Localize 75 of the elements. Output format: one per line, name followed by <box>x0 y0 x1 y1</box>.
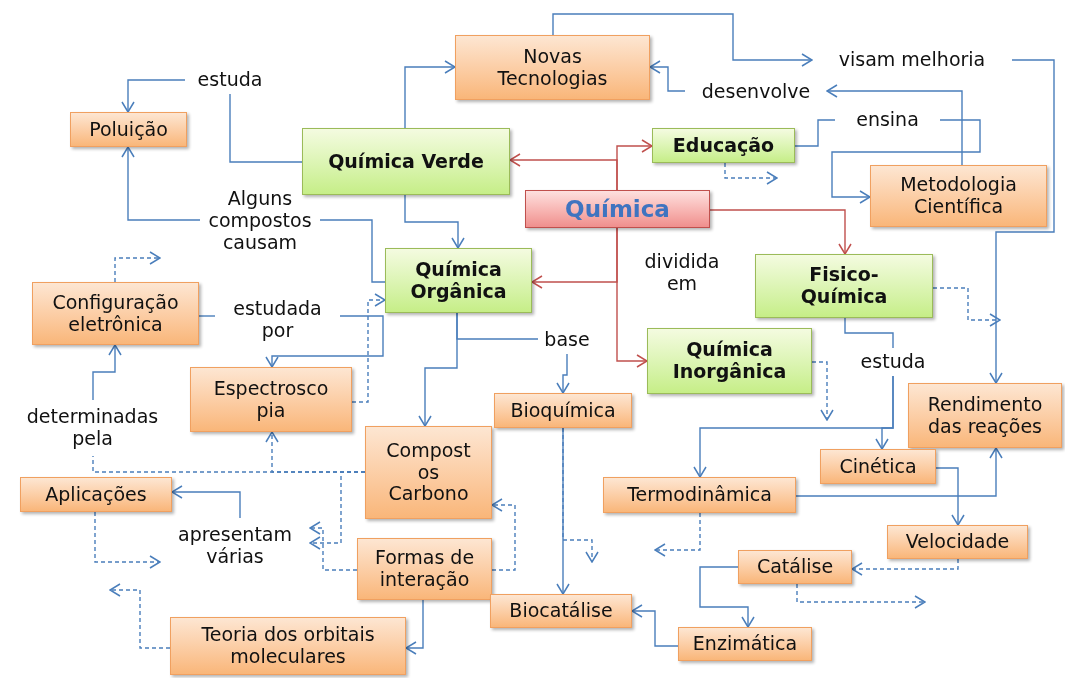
concept-box: Compost os Carbono <box>365 426 492 519</box>
concept-box: Rendimento das reações <box>908 383 1062 448</box>
concept-box: Biocatálise <box>490 594 632 628</box>
concept-box: Velocidade <box>887 525 1028 559</box>
connector-line <box>319 219 386 283</box>
arrow <box>851 558 959 576</box>
concept-box: Química Inorgânica <box>647 328 812 394</box>
arrow <box>92 344 122 401</box>
linking-phrase: base <box>538 326 596 354</box>
linking-phrase: visam melhoria <box>812 46 1012 74</box>
arrow <box>309 521 358 571</box>
arrow <box>309 471 366 550</box>
arrow <box>616 227 648 368</box>
arrow <box>699 566 755 628</box>
concept-box: Metodologia Científica <box>870 165 1047 227</box>
arrow <box>935 467 965 526</box>
arrow <box>265 315 384 368</box>
concept-box: Bioquímica <box>494 393 632 428</box>
connector-line <box>844 317 894 349</box>
arrow <box>405 599 424 655</box>
arrow <box>109 583 171 649</box>
main-concept-box: Química <box>525 190 710 228</box>
arrow <box>649 60 686 92</box>
linking-phrase: determinadas pela <box>10 400 175 456</box>
connector-line <box>229 93 303 163</box>
connector-line <box>794 119 836 147</box>
arrow <box>121 79 186 113</box>
arrow <box>932 287 1001 327</box>
concept-box: Formas de interação <box>357 538 492 600</box>
linking-phrase: dividida em <box>643 249 721 296</box>
arrow <box>989 59 1055 384</box>
arrow <box>795 447 1003 497</box>
arrow <box>831 119 981 204</box>
concept-box: Configuração eletrônica <box>32 282 199 345</box>
concept-box: Educação <box>652 128 795 163</box>
concept-box: Termodinâmica <box>603 477 796 513</box>
arrow <box>121 146 201 221</box>
concept-box: Teoria dos orbitais moleculares <box>170 617 406 675</box>
arrow <box>418 312 458 427</box>
arrow <box>709 209 852 255</box>
arrow <box>94 511 161 569</box>
arrow <box>404 194 465 249</box>
concept-box: Aplicações <box>20 477 172 512</box>
connector-line <box>198 315 216 317</box>
concept-box: Fisico-Química <box>755 254 933 318</box>
concept-box: Cinética <box>820 449 936 484</box>
arrow <box>693 375 894 478</box>
concept-box: Química Verde <box>302 128 510 195</box>
linking-phrase: apresentam várias <box>160 518 310 574</box>
linking-phrase: estuda <box>185 66 275 94</box>
concept-box: Catálise <box>738 550 852 584</box>
concept-box: Química Orgânica <box>385 248 532 313</box>
arrow <box>616 139 653 191</box>
linking-phrase: ensina <box>835 106 940 134</box>
concept-box: Enzimática <box>678 627 812 661</box>
linking-phrase: estuda <box>848 348 938 376</box>
linking-phrase: desenvolve <box>685 78 827 106</box>
arrow <box>556 353 570 394</box>
arrow <box>724 162 778 185</box>
arrow <box>351 293 386 403</box>
arrow <box>811 361 834 421</box>
concept-box: Poluição <box>70 112 187 147</box>
arrow <box>114 251 161 283</box>
linking-phrase: estudada por <box>215 292 340 348</box>
arrow <box>552 13 813 67</box>
arrow <box>491 498 516 571</box>
arrow <box>826 84 963 166</box>
arrow <box>404 60 456 129</box>
arrow <box>654 512 701 557</box>
concept-box: Espectrosco pia <box>190 367 352 432</box>
arrow <box>631 604 679 647</box>
arrow <box>562 427 599 563</box>
concept-box: Novas Tecnologias <box>455 35 650 100</box>
arrow <box>796 583 926 609</box>
arrow <box>171 485 241 519</box>
